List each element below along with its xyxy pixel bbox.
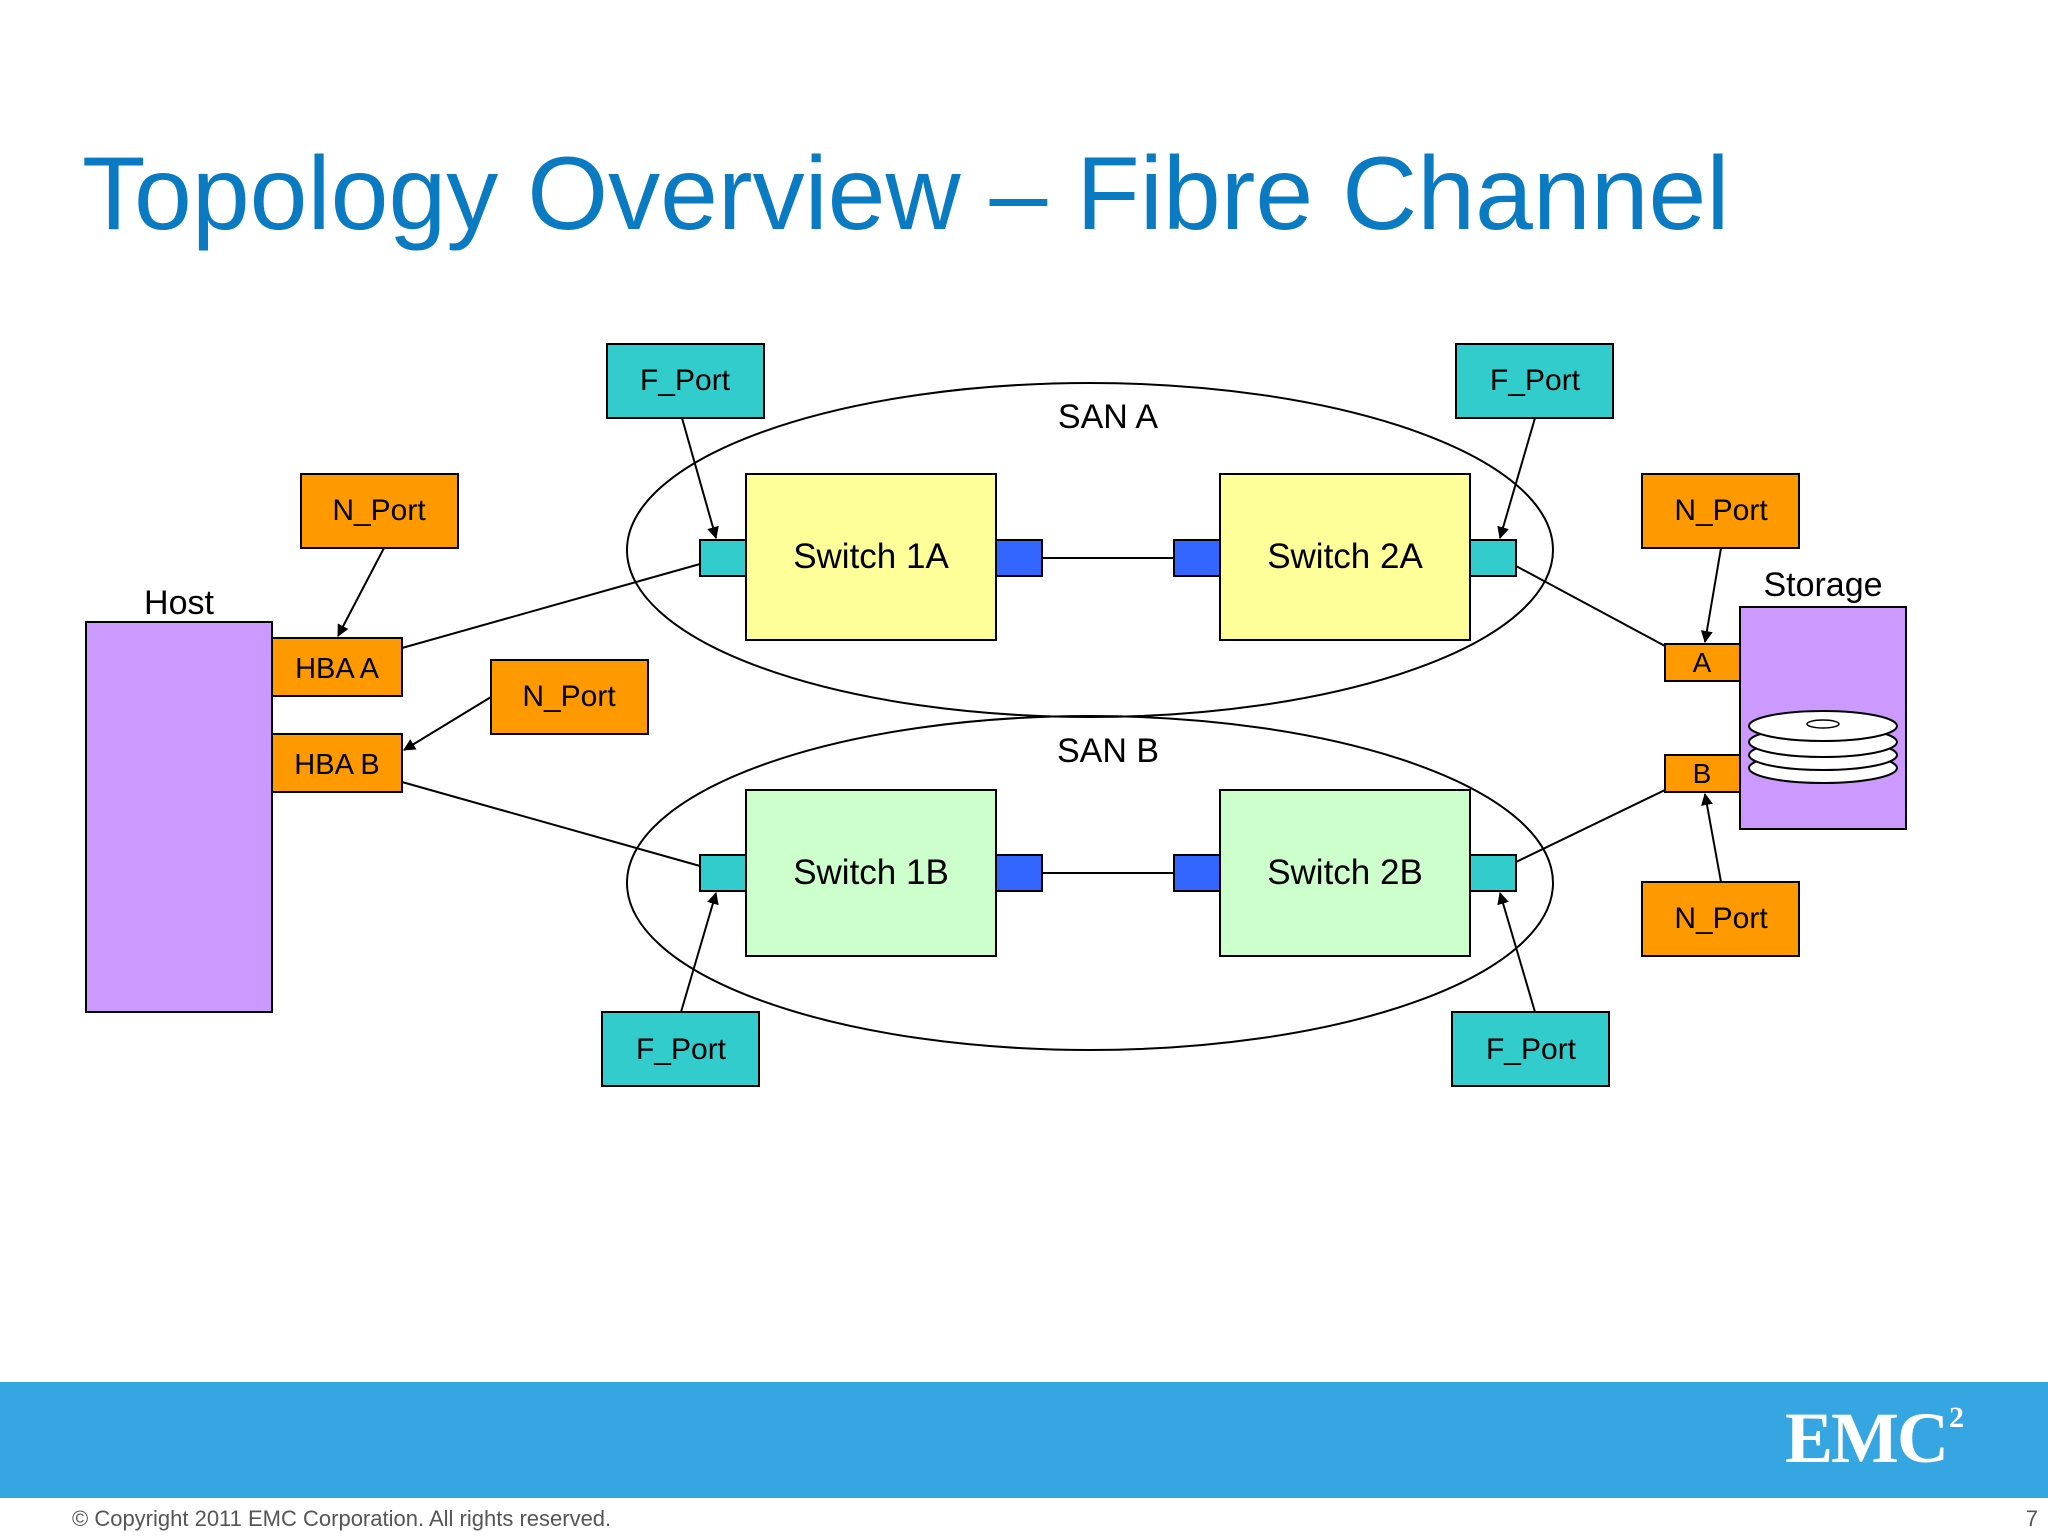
logo-text: EMC [1785, 1398, 1949, 1478]
switch-1b-label: Switch 1B [793, 853, 949, 892]
switch-2b-f-port [1469, 854, 1517, 892]
f-port-callout-1a-label: F_Port [640, 364, 731, 397]
host-label: Host [144, 584, 214, 622]
f-port-callout-1b-label: F_Port [636, 1033, 727, 1066]
san-b-label: SAN B [1057, 732, 1159, 770]
storage-label: Storage [1763, 566, 1882, 604]
f-port-callout-1b [601, 1011, 760, 1087]
host-box [85, 621, 273, 1013]
storage-port-a-label: A [1693, 647, 1712, 678]
hba-a-label: HBA A [295, 653, 379, 685]
f-port-arrow-1b [680, 892, 719, 1013]
switch-1a [745, 473, 997, 641]
f-port-callout-2b-label: F_Port [1486, 1033, 1577, 1066]
switch-2a-e-port [1173, 539, 1221, 577]
hba-b-port [271, 733, 403, 793]
f-port-callout-2a-label: F_Port [1490, 364, 1581, 397]
switch-1b-f-port [699, 854, 747, 892]
slide-title: Topology Overview – Fibre Channel [82, 136, 1730, 252]
logo-superscript: 2 [1949, 1401, 1964, 1434]
storage-port-a [1664, 643, 1741, 682]
f-port-callout-1a [606, 343, 765, 419]
n-port-callout-hba-b-label: N_Port [522, 680, 616, 713]
f-port-arrow-2a [1497, 417, 1536, 539]
disk-stack-icon [1748, 710, 1898, 784]
san-b-ellipse [626, 715, 1554, 1051]
footer-bar: EMC2 [0, 1382, 2048, 1498]
switch-1b-e-port [995, 854, 1043, 892]
switch-2b-e-port [1173, 854, 1221, 892]
f-port-arrow-2b [1497, 892, 1536, 1013]
link-hba-a-to-switch-1a [401, 563, 701, 649]
n-port-arrow-storage-a [1700, 547, 1722, 643]
switch-1b [745, 789, 997, 957]
f-port-callout-2b [1451, 1011, 1610, 1087]
hba-b-label: HBA B [294, 749, 379, 781]
switch-1a-f-port [699, 539, 747, 577]
switch-2b [1219, 789, 1471, 957]
page-number: 7 [2025, 1506, 2038, 1531]
f-port-callout-2a [1455, 343, 1614, 419]
switch-2b-label: Switch 2B [1267, 853, 1423, 892]
link-hba-b-to-switch-1b [401, 781, 701, 867]
f-port-arrow-1a [681, 417, 719, 539]
copyright-notice: © Copyright 2011 EMC Corporation. All ri… [72, 1506, 612, 1531]
switch-1a-e-port [995, 539, 1043, 577]
n-port-callout-storage-a [1641, 473, 1800, 549]
link-switch-2a-to-storage-a [1515, 565, 1666, 647]
n-port-callout-storage-b-label: N_Port [1674, 902, 1768, 935]
n-port-callout-storage-a-label: N_Port [1674, 494, 1768, 527]
switch-2a-label: Switch 2A [1267, 537, 1423, 576]
n-port-callout-storage-b [1641, 881, 1800, 957]
link-switch-2b-to-storage-b [1515, 789, 1666, 863]
n-port-arrow-hba-b [403, 696, 492, 751]
switch-2a-f-port [1469, 539, 1517, 577]
hba-a-port [271, 637, 403, 697]
storage-port-b [1664, 754, 1741, 793]
storage-port-b-label: B [1693, 758, 1712, 789]
san-a-label: SAN A [1058, 398, 1158, 436]
emc-logo: EMC2 [1785, 1401, 1964, 1474]
switch-1a-label: Switch 1A [793, 537, 949, 576]
n-port-arrow-storage-b [1701, 793, 1722, 883]
n-port-callout-hba-a-label: N_Port [332, 494, 426, 527]
n-port-callout-hba-a [300, 473, 459, 549]
n-port-arrow-hba-a [337, 547, 385, 637]
